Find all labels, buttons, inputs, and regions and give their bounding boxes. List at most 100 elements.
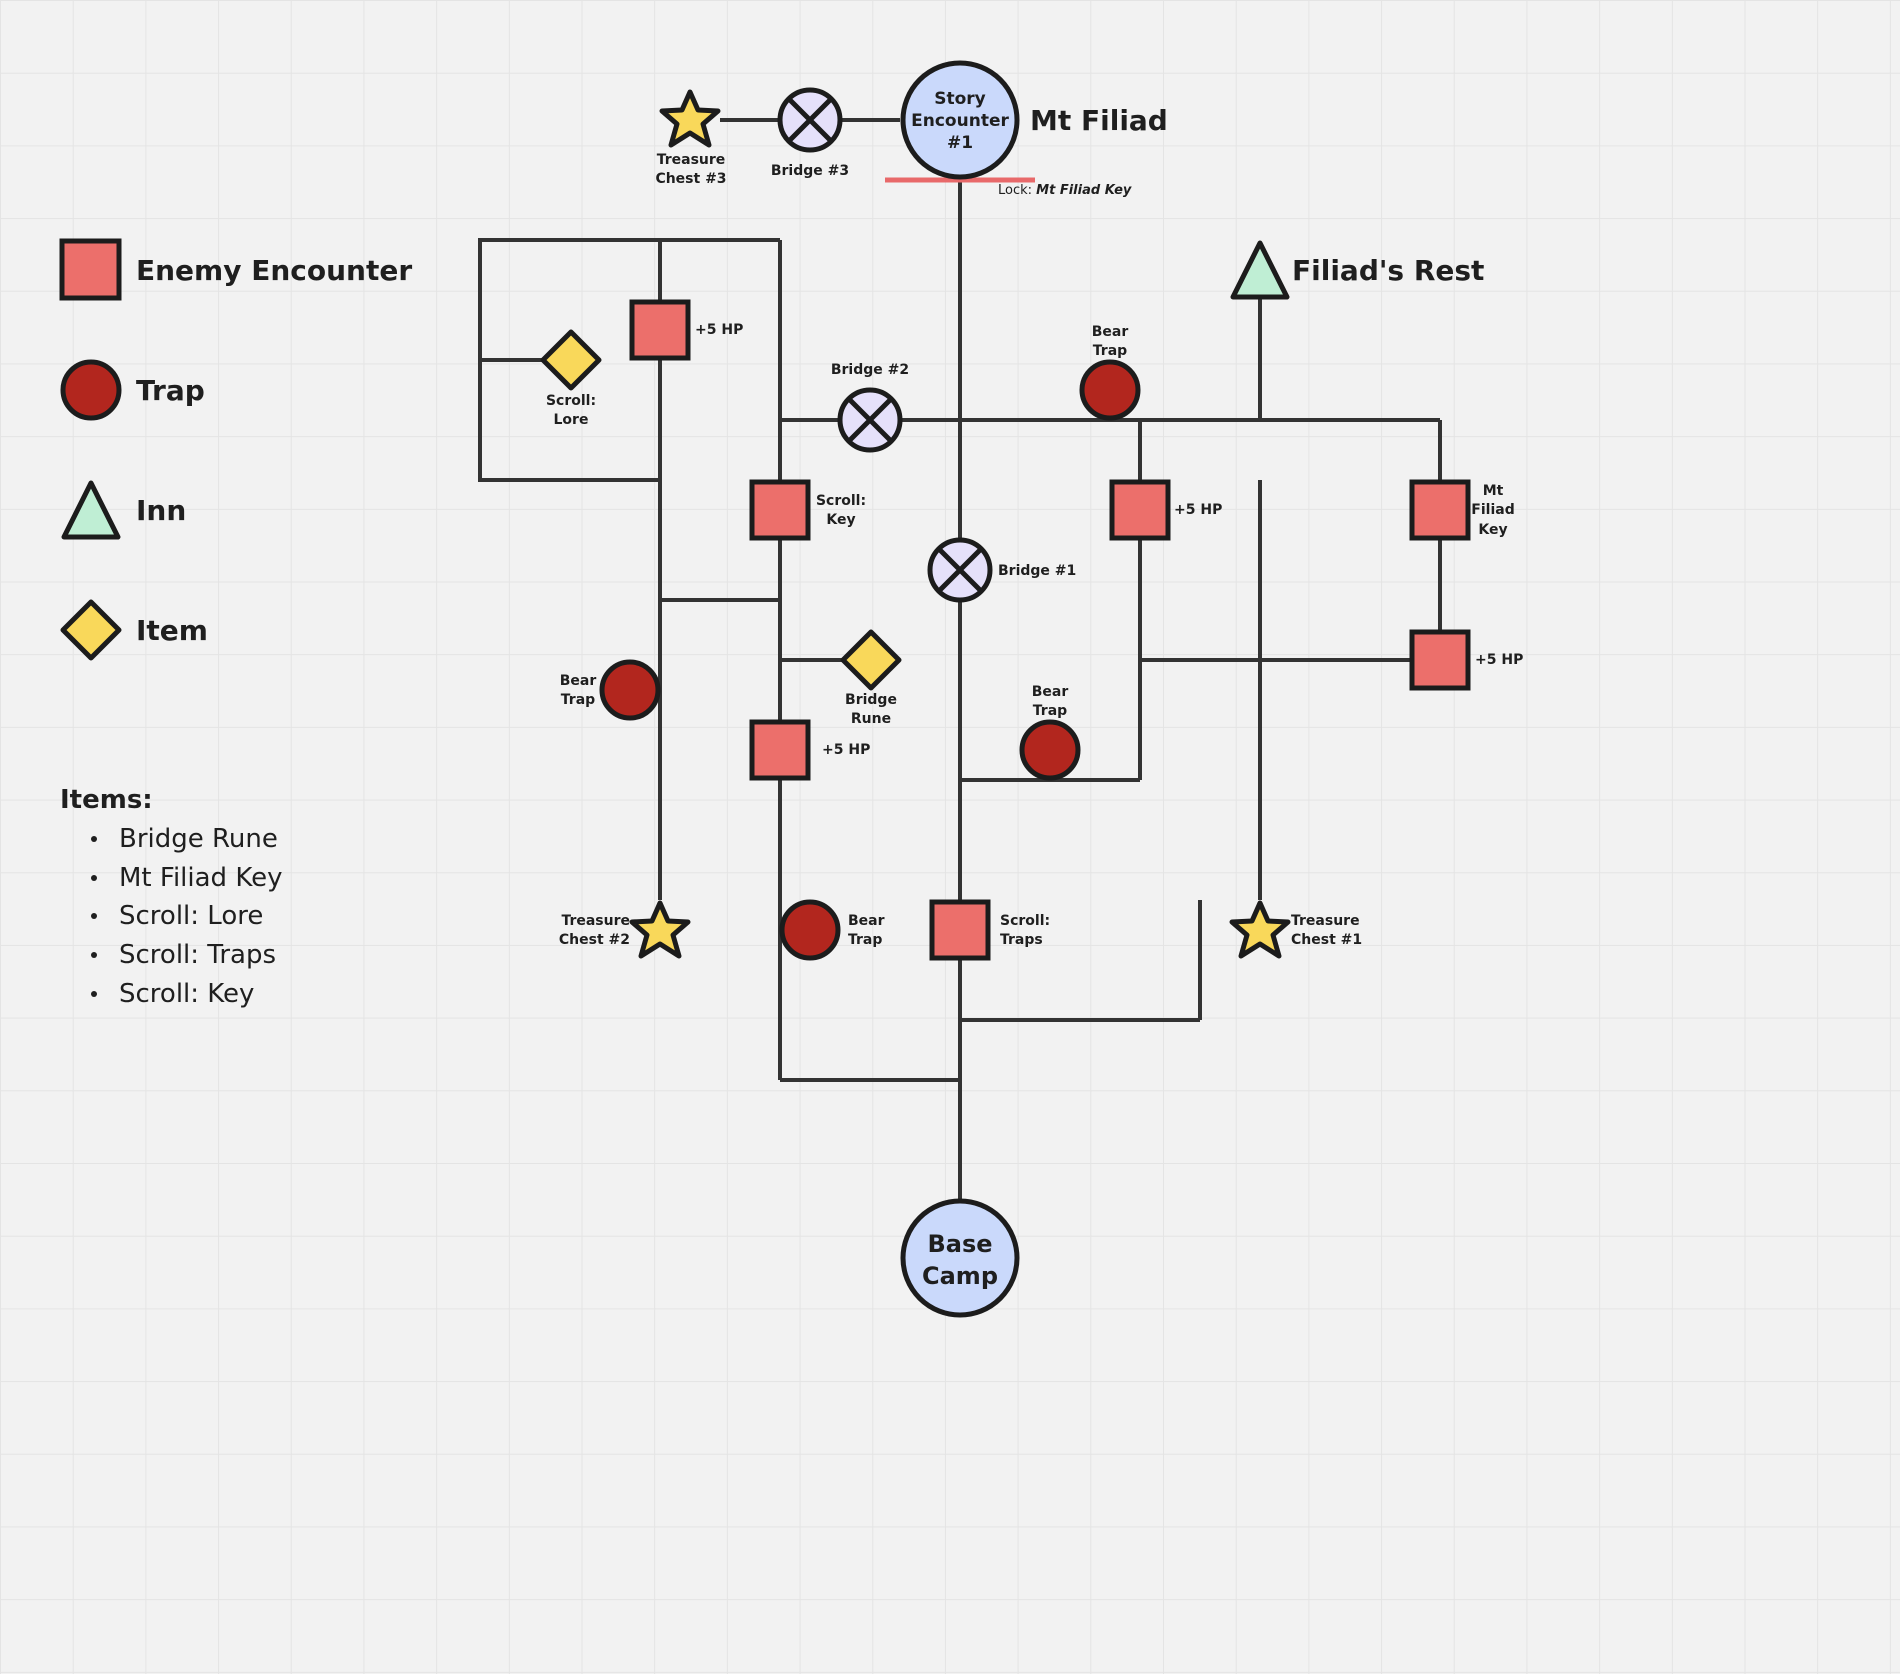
- items-list-title: Items:: [60, 785, 153, 815]
- bullet-icon: [91, 913, 97, 919]
- bridge-cross-icon: [787, 97, 833, 143]
- bridge-1[interactable]: [927, 537, 993, 603]
- bear-trap-left-label-2: Trap: [561, 692, 595, 708]
- enemy-encounter-scroll-key[interactable]: [749, 479, 811, 541]
- bridge-rune-label-1: Bridge: [845, 692, 897, 708]
- lock-prefix: Lock:: [998, 183, 1032, 198]
- legend-item-label: Item: [136, 614, 208, 647]
- bear-trap-mid[interactable]: [1019, 719, 1081, 781]
- enemy-encounter-mid-right[interactable]: [1109, 479, 1171, 541]
- base-camp-line-1: Base: [927, 1230, 992, 1258]
- bear-trap-mid-label-1: Bear: [1032, 684, 1069, 700]
- story-encounter-line-1: Story: [934, 89, 986, 109]
- enemy-encounter-scroll-traps[interactable]: [929, 899, 991, 961]
- bridge-cross-icon: [937, 547, 983, 593]
- mt-filiad-key-label-1: Mt: [1483, 483, 1504, 499]
- bridge-2[interactable]: [837, 387, 903, 453]
- enemy-square-icon: [929, 899, 991, 961]
- trap-circle-icon: [1079, 359, 1141, 421]
- trap-circle-icon: [1019, 719, 1081, 781]
- items-list-entry: Scroll: Traps: [119, 940, 276, 970]
- scroll-traps-label-1: Scroll:: [1000, 913, 1050, 929]
- base-camp-line-2: Camp: [922, 1262, 998, 1290]
- bear-trap-left-label-1: Bear: [560, 673, 597, 689]
- bullet-icon: [91, 991, 97, 997]
- treasure-chest-1-label-2: Chest #1: [1291, 932, 1362, 948]
- base-camp-circle: [900, 1198, 1020, 1318]
- bridge-1-label: Bridge #1: [998, 563, 1076, 579]
- bridge-cross-icon: [847, 397, 893, 443]
- items-list-entry: Scroll: Key: [119, 979, 254, 1009]
- enemy-square-icon: [1109, 479, 1171, 541]
- diamond-icon: [840, 629, 902, 691]
- bear-trap-bottom-label-2: Trap: [848, 932, 882, 948]
- star-icon: [1229, 900, 1291, 959]
- bridge-3[interactable]: [777, 87, 843, 153]
- treasure-chest-3-label-1: Treasure: [657, 152, 726, 168]
- enemy-encounter-mt-filiad-key[interactable]: [1409, 479, 1471, 541]
- enemy-square-icon: [1409, 629, 1471, 691]
- bridge-rune-item[interactable]: [840, 629, 902, 691]
- enemy-encounter-top-left[interactable]: [629, 299, 691, 361]
- bear-trap-top[interactable]: [1079, 359, 1141, 421]
- filiads-rest-inn[interactable]: [1230, 240, 1290, 300]
- enemy-square-icon: [629, 299, 691, 361]
- base-camp-node[interactable]: Base Camp: [900, 1198, 1020, 1318]
- bear-trap-bottom-label-1: Bear: [848, 913, 885, 929]
- scroll-lore-item[interactable]: [540, 329, 602, 391]
- story-encounter-line-2: Encounter: [911, 111, 1009, 131]
- enemy-encounter-far-right[interactable]: [1409, 629, 1471, 691]
- star-icon: [629, 900, 691, 959]
- treasure-chest-2[interactable]: [629, 900, 691, 959]
- scroll-lore-label-2: Lore: [554, 412, 589, 428]
- bridge-3-label: Bridge #3: [771, 163, 849, 179]
- story-encounter-node[interactable]: Story Encounter #1: [900, 60, 1020, 180]
- items-list-entry: Scroll: Lore: [119, 901, 263, 931]
- diamond-icon: [540, 329, 602, 391]
- mt-filiad-key-label-2: Filiad: [1471, 502, 1514, 518]
- enemy-square-icon: [749, 719, 811, 781]
- bear-trap-left[interactable]: [599, 659, 661, 721]
- bullet-icon: [91, 836, 97, 842]
- hp-mid-left-label: +5 HP: [822, 742, 870, 758]
- enemy-encounter-mid-left[interactable]: [749, 719, 811, 781]
- enemy-square-icon: [749, 479, 811, 541]
- bridge-rune-label-2: Rune: [851, 711, 891, 727]
- scroll-lore-label-1: Scroll:: [546, 393, 596, 409]
- legend-inn-label: Inn: [136, 494, 186, 527]
- items-list-entry: Mt Filiad Key: [119, 863, 282, 893]
- hp-mid-right-label: +5 HP: [1174, 502, 1222, 518]
- trap-circle-icon: [779, 899, 841, 961]
- treasure-chest-1[interactable]: [1229, 900, 1291, 959]
- legend-enemy-square-icon: [59, 238, 122, 301]
- mt-filiad-key-label-3: Key: [1478, 522, 1507, 538]
- story-encounter-circle: [900, 60, 1020, 180]
- enemy-square-icon: [1409, 479, 1471, 541]
- treasure-chest-2-label-1: Treasure: [561, 913, 630, 929]
- bear-trap-top-label-2: Trap: [1093, 343, 1127, 359]
- bridge-2-label: Bridge #2: [831, 362, 909, 378]
- legend-inn-triangle-icon: [61, 480, 121, 540]
- scroll-key-label-1: Scroll:: [816, 493, 866, 509]
- legend-trap-label: Trap: [136, 374, 205, 407]
- dungeon-map-diagram: Story Encounter #1 Mt Filiad Lock: Mt Fi…: [59, 60, 1523, 1318]
- scroll-traps-label-2: Traps: [1000, 932, 1043, 948]
- star-icon: [659, 89, 721, 148]
- lock-label: Lock: Mt Filiad Key: [998, 183, 1132, 198]
- story-encounter-line-3: #1: [947, 133, 973, 153]
- items-list-entry: Bridge Rune: [119, 824, 278, 854]
- treasure-chest-3-label-2: Chest #3: [655, 171, 726, 187]
- items-list: Items: Bridge Rune Mt Filiad Key Scroll:…: [60, 785, 282, 1009]
- bear-trap-bottom[interactable]: [779, 899, 841, 961]
- treasure-chest-3[interactable]: [659, 89, 721, 148]
- bear-trap-top-label-1: Bear: [1092, 324, 1129, 340]
- inn-triangle-icon: [1230, 240, 1290, 300]
- legend-enemy-label: Enemy Encounter: [136, 254, 412, 287]
- filiads-rest-title: Filiad's Rest: [1292, 254, 1484, 287]
- mt-filiad-title: Mt Filiad: [1030, 104, 1168, 137]
- bullet-icon: [91, 875, 97, 881]
- legend-trap-circle-icon: [60, 359, 122, 421]
- hp-far-right-label: +5 HP: [1475, 652, 1523, 668]
- scroll-key-label-2: Key: [826, 512, 855, 528]
